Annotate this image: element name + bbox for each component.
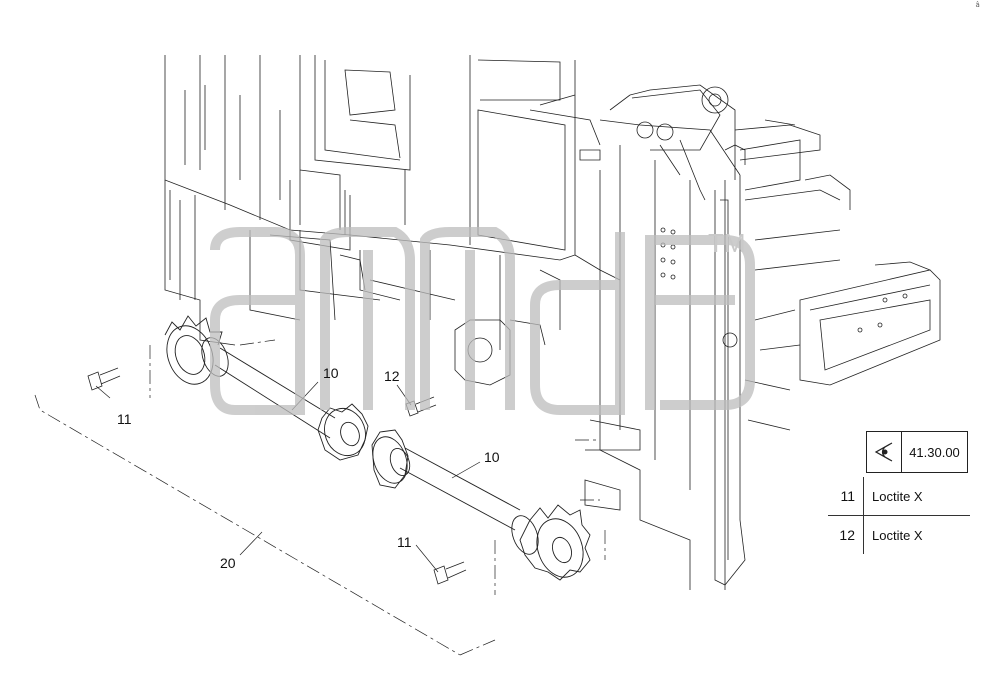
bolt-upper-left: [87, 367, 121, 391]
note-number: 11: [828, 477, 864, 515]
note-number: 12: [828, 516, 864, 554]
eye-view-icon: [867, 432, 902, 472]
callout-11-lower: 11: [397, 534, 412, 550]
callout-10-upper: 10: [323, 365, 339, 381]
callout-10-lower: 10: [484, 449, 500, 465]
plate-holes: [660, 227, 908, 348]
callout-20: 20: [220, 555, 236, 571]
shaft-assembly-lower: [371, 429, 591, 581]
trademark-mark: TM: [708, 228, 746, 258]
reference-code: 41.30.00: [909, 444, 960, 460]
shaft-assembly-upper: [164, 315, 369, 461]
watermark: [210, 227, 755, 415]
note-text: Loctite X: [872, 527, 923, 543]
note-text: Loctite X: [872, 488, 923, 504]
frame-structure: [164, 55, 621, 350]
note-row-12: 12 Loctite X: [828, 516, 968, 554]
side-plate: [584, 84, 746, 590]
right-frame: [734, 119, 941, 431]
reference-box: 41.30.00: [866, 431, 968, 473]
corner-mark: â: [975, 1, 992, 9]
hinge-block: [631, 86, 746, 201]
note-separator: [828, 515, 970, 516]
bolt-lower: [433, 561, 467, 585]
callout-12: 12: [384, 368, 400, 384]
callout-11-upper: 11: [117, 411, 132, 427]
assembly-outline: [34, 339, 606, 656]
note-row-11: 11 Loctite X: [828, 477, 968, 515]
